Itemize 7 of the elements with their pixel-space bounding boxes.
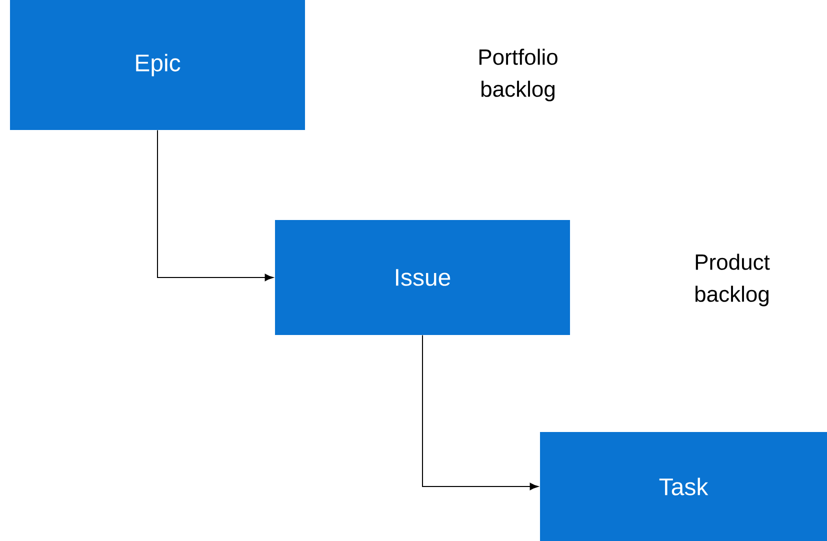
level-label: Product backlog	[696, 254, 770, 306]
arrow	[422, 334, 538, 490]
level-label: Portfolio backlog	[479, 48, 558, 102]
arrow	[157, 130, 274, 282]
process-box: Epic	[10, 0, 305, 130]
process-box: Task	[540, 432, 827, 541]
process-box: Issue	[275, 220, 570, 335]
